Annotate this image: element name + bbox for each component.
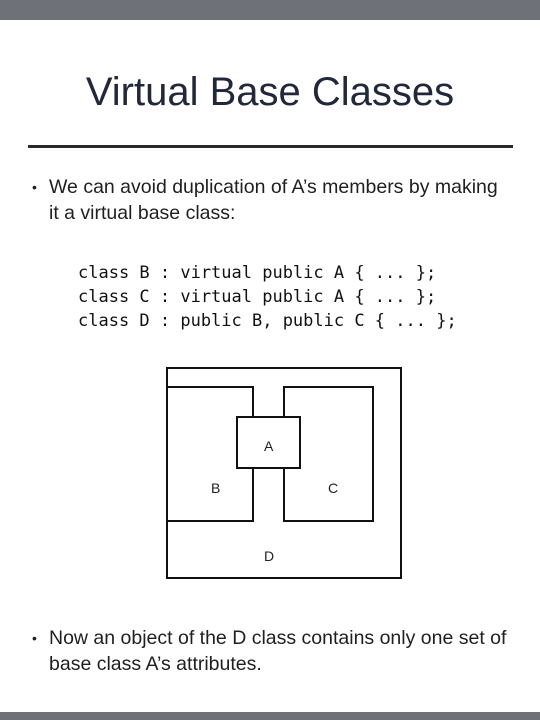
class-a-label: A [264,438,274,454]
title-underline [28,145,513,148]
bullet-icon: • [32,630,37,646]
class-a-box [236,416,301,469]
bottom-accent-bar [0,712,540,720]
code-block: class B : virtual public A { ... }; class… [78,261,457,333]
class-d-label: D [264,548,275,564]
class-b-label: B [211,480,221,496]
top-accent-bar [0,0,540,20]
code-line: class D : public B, public C { ... }; [78,311,457,331]
code-line: class C : virtual public A { ... }; [78,287,437,307]
bullet-text: Now an object of the D class contains on… [49,627,507,675]
class-c-label: C [328,480,339,496]
code-line: class B : virtual public A { ... }; [78,263,437,283]
bullet-text: We can avoid duplication of A’s members … [49,176,498,224]
bullet-item-virtual-base: • We can avoid duplication of A’s member… [32,174,512,226]
bullet-item-single-copy: • Now an object of the D class contains … [32,625,512,677]
bullet-icon: • [32,179,37,195]
slide-title: Virtual Base Classes [85,70,455,114]
